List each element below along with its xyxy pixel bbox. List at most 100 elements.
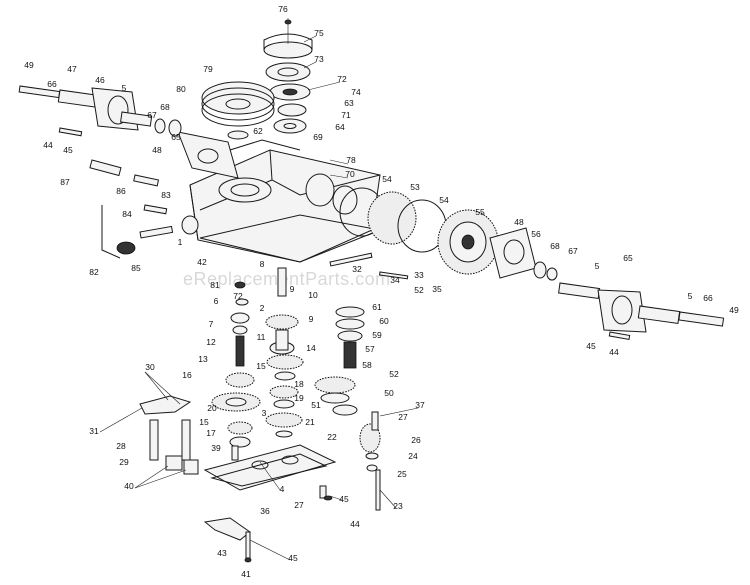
callout-82: 82 <box>89 267 99 277</box>
callout-43: 43 <box>217 548 227 558</box>
callout-5: 5 <box>595 261 600 271</box>
callout-66: 66 <box>703 293 713 303</box>
callout-52: 52 <box>389 369 399 379</box>
callout-70: 70 <box>345 169 355 179</box>
callout-44: 44 <box>43 140 53 150</box>
callout-53: 53 <box>410 182 420 192</box>
callout-86: 86 <box>116 186 126 196</box>
callout-34: 34 <box>390 275 400 285</box>
callout-55: 55 <box>475 207 485 217</box>
callout-36: 36 <box>260 506 270 516</box>
callout-9: 9 <box>290 284 295 294</box>
callout-40: 40 <box>124 481 134 491</box>
callout-15: 15 <box>256 361 266 371</box>
callout-3: 3 <box>262 408 267 418</box>
callout-49: 49 <box>729 305 739 315</box>
callout-39: 39 <box>211 443 221 453</box>
callout-44: 44 <box>609 347 619 357</box>
callout-68: 68 <box>550 241 560 251</box>
callout-54: 54 <box>439 195 449 205</box>
callout-45: 45 <box>339 494 349 504</box>
callout-59: 59 <box>372 330 382 340</box>
callout-19: 19 <box>294 393 304 403</box>
callout-71: 71 <box>341 110 351 120</box>
callout-85: 85 <box>131 263 141 273</box>
callout-65: 65 <box>623 253 633 263</box>
callout-49: 49 <box>24 60 34 70</box>
callout-5: 5 <box>122 83 127 93</box>
callout-7: 7 <box>209 319 214 329</box>
callout-56: 56 <box>531 229 541 239</box>
callout-87: 87 <box>60 177 70 187</box>
callout-41: 41 <box>241 569 251 579</box>
callout-60: 60 <box>379 316 389 326</box>
callout-81: 81 <box>210 280 220 290</box>
callout-10: 10 <box>308 290 318 300</box>
left-axle-assembly <box>18 85 182 255</box>
callout-63: 63 <box>344 98 354 108</box>
callout-5: 5 <box>688 291 693 301</box>
callout-4: 4 <box>280 484 285 494</box>
leader-lines <box>99 35 419 561</box>
callout-58: 58 <box>362 360 372 370</box>
callout-46: 46 <box>95 75 105 85</box>
right-axle-assembly <box>558 282 725 340</box>
lower-cover-plate <box>203 444 337 501</box>
callout-73: 73 <box>314 54 324 64</box>
callout-45: 45 <box>63 145 73 155</box>
left-gear-column <box>211 312 261 461</box>
callout-27: 27 <box>294 500 304 510</box>
callout-25: 25 <box>397 469 407 479</box>
callout-72: 72 <box>337 74 347 84</box>
callout-26: 26 <box>411 435 421 445</box>
callout-30: 30 <box>145 362 155 372</box>
callout-74: 74 <box>351 87 361 97</box>
callout-52: 52 <box>414 285 424 295</box>
callout-20: 20 <box>207 403 217 413</box>
callout-76: 76 <box>278 4 288 14</box>
drive-pulley <box>201 81 275 140</box>
callout-84: 84 <box>122 209 132 219</box>
callout-13: 13 <box>198 354 208 364</box>
callout-54: 54 <box>382 174 392 184</box>
callout-28: 28 <box>116 441 126 451</box>
callout-14: 14 <box>306 343 316 353</box>
callout-62: 62 <box>253 126 263 136</box>
callout-37: 37 <box>415 400 425 410</box>
callout-67: 67 <box>147 110 157 120</box>
callout-2: 2 <box>260 303 265 313</box>
callout-31: 31 <box>89 426 99 436</box>
callout-29: 29 <box>119 457 129 467</box>
callout-18: 18 <box>294 379 304 389</box>
shift-fork-assembly <box>139 395 199 475</box>
callout-6: 6 <box>214 296 219 306</box>
callout-24: 24 <box>408 451 418 461</box>
callout-44: 44 <box>350 519 360 529</box>
callout-33: 33 <box>414 270 424 280</box>
callout-72: 72 <box>233 291 243 301</box>
callout-22: 22 <box>327 432 337 442</box>
callout-9: 9 <box>309 314 314 324</box>
callout-27: 27 <box>398 412 408 422</box>
callout-32: 32 <box>352 264 362 274</box>
callout-66: 66 <box>47 79 57 89</box>
callout-45: 45 <box>288 553 298 563</box>
callout-45: 45 <box>586 341 596 351</box>
callout-75: 75 <box>314 28 324 38</box>
callout-61: 61 <box>372 302 382 312</box>
callout-69: 69 <box>313 132 323 142</box>
callout-68: 68 <box>160 102 170 112</box>
center-gear-stack <box>234 267 304 438</box>
callout-79: 79 <box>203 64 213 74</box>
callout-80: 80 <box>176 84 186 94</box>
right-gear-column <box>314 306 381 511</box>
callout-17: 17 <box>206 428 216 438</box>
callout-50: 50 <box>384 388 394 398</box>
shift-lever-bottom <box>203 517 252 563</box>
callout-78: 78 <box>346 155 356 165</box>
callout-16: 16 <box>182 370 192 380</box>
callout-48: 48 <box>514 217 524 227</box>
callout-8: 8 <box>260 259 265 269</box>
callout-35: 35 <box>432 284 442 294</box>
